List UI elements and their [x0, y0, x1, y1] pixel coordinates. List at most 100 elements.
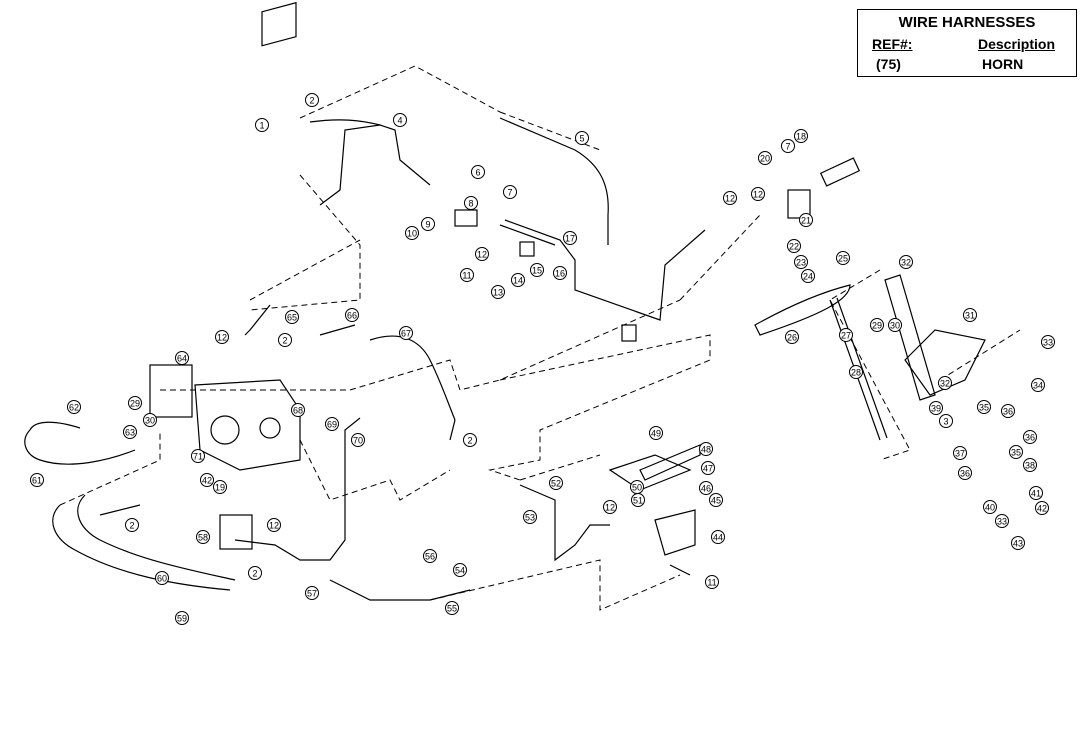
callout-circle: [785, 330, 799, 344]
callout-circle: [255, 118, 269, 132]
callout-label: 58: [198, 533, 208, 543]
callout-21: 21: [799, 213, 813, 227]
callout-label: 48: [701, 445, 711, 455]
callout-circle: [1009, 445, 1023, 459]
callout-35: 35: [977, 400, 991, 414]
callout-38: 38: [1023, 458, 1037, 472]
callout-circle: [491, 285, 505, 299]
callout-circle: [213, 480, 227, 494]
callout-13: 13: [491, 285, 505, 299]
callout-label: 42: [202, 476, 212, 486]
callout-circle: [1031, 378, 1045, 392]
callout-30: 30: [143, 413, 157, 427]
callout-label: 12: [605, 503, 615, 513]
callout-circle: [995, 514, 1009, 528]
callout-label: 25: [838, 254, 848, 264]
callout-circle: [1041, 335, 1055, 349]
callout-label: 35: [1011, 448, 1021, 458]
callout-circle: [421, 217, 435, 231]
callout-circle: [709, 493, 723, 507]
callout-label: 2: [129, 521, 134, 531]
callout-39: 39: [929, 401, 943, 415]
callout-label: 2: [282, 336, 287, 346]
callout-circle: [751, 187, 765, 201]
callout-circle: [523, 510, 537, 524]
callout-44: 44: [711, 530, 725, 544]
callout-label: 26: [787, 333, 797, 343]
callout-label: 31: [965, 311, 975, 321]
callout-circle: [351, 433, 365, 447]
callout-12: 12: [603, 500, 617, 514]
callout-label: 57: [307, 589, 317, 599]
callout-42: 42: [200, 473, 214, 487]
callout-circle: [464, 196, 478, 210]
callout-48: 48: [699, 442, 713, 456]
callout-circle: [1035, 501, 1049, 515]
callout-circle: [399, 326, 413, 340]
callout-46: 46: [699, 481, 713, 495]
callout-circle: [30, 473, 44, 487]
callout-label: 46: [701, 484, 711, 494]
callout-label: 12: [217, 333, 227, 343]
callout-32: 32: [899, 255, 913, 269]
callout-24: 24: [801, 269, 815, 283]
callout-69: 69: [325, 417, 339, 431]
callout-22: 22: [787, 239, 801, 253]
callout-label: 32: [940, 379, 950, 389]
callout-2: 2: [125, 518, 139, 532]
callout-59: 59: [175, 611, 189, 625]
callout-label: 61: [32, 476, 42, 486]
callout-15: 15: [530, 263, 544, 277]
callout-label: 60: [157, 574, 167, 584]
legend-row-desc: HORN: [982, 56, 1024, 72]
callout-55: 55: [445, 601, 459, 615]
callout-42: 42: [1035, 501, 1049, 515]
legend-box: WIRE HARNESSES REF#: Description (75) HO…: [857, 9, 1077, 77]
callout-35: 35: [1009, 445, 1023, 459]
callout-label: 41: [1031, 489, 1041, 499]
callout-label: 36: [960, 469, 970, 479]
callout-29: 29: [128, 396, 142, 410]
callout-circle: [305, 586, 319, 600]
callout-label: 8: [468, 199, 473, 209]
callout-57: 57: [305, 586, 319, 600]
callout-circle: [953, 446, 967, 460]
callout-label: 55: [447, 604, 457, 614]
callout-circle: [453, 563, 467, 577]
callout-circle: [248, 566, 262, 580]
callout-label: 38: [1025, 461, 1035, 471]
callout-circle: [849, 365, 863, 379]
callout-label: 36: [1003, 407, 1013, 417]
callout-label: 24: [803, 272, 813, 282]
callout-label: 43: [1013, 539, 1023, 549]
callout-label: 54: [455, 566, 465, 576]
callout-label: 71: [193, 452, 203, 462]
callout-50: 50: [630, 480, 644, 494]
callout-circle: [794, 255, 808, 269]
components: [149, 1, 986, 556]
callout-circle: [291, 403, 305, 417]
callout-circle: [1011, 536, 1025, 550]
callout-52: 52: [549, 476, 563, 490]
callout-62: 62: [67, 400, 81, 414]
callout-label: 67: [401, 329, 411, 339]
callout-71: 71: [191, 449, 205, 463]
callout-label: 37: [955, 449, 965, 459]
callout-label: 30: [145, 416, 155, 426]
callout-label: 44: [713, 533, 723, 543]
callout-label: 10: [407, 229, 417, 239]
callout-29: 29: [870, 318, 884, 332]
callout-51: 51: [631, 493, 645, 507]
callout-36: 36: [958, 466, 972, 480]
callout-label: 28: [851, 368, 861, 378]
callout-circle: [1001, 404, 1015, 418]
callout-23: 23: [794, 255, 808, 269]
callout-circle: [794, 129, 808, 143]
legend-ref-header: REF#:: [872, 36, 913, 52]
callout-label: 2: [309, 96, 314, 106]
callout-circle: [938, 376, 952, 390]
callout-circle: [631, 493, 645, 507]
callout-61: 61: [30, 473, 44, 487]
callout-circle: [977, 400, 991, 414]
